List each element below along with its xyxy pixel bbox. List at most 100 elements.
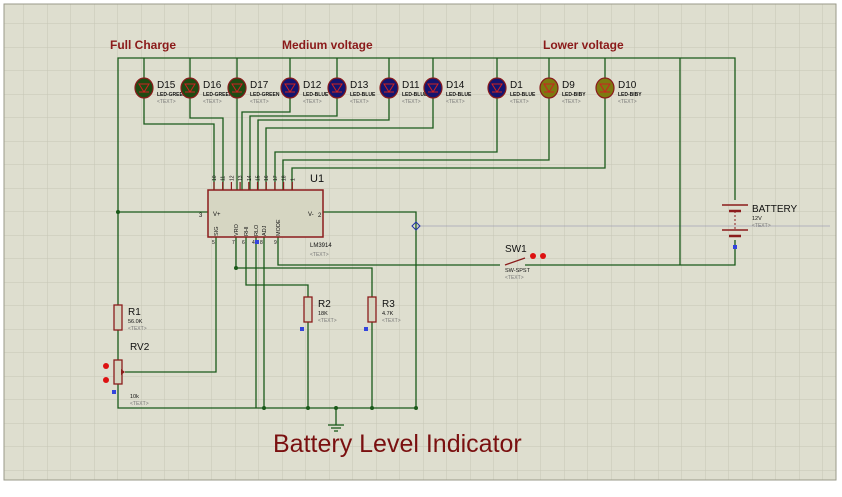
wires: [117, 57, 830, 425]
u1-top-pin-number: 18: [282, 175, 288, 181]
led-body: [379, 77, 399, 99]
battery-value: 12V: [752, 216, 762, 222]
pot-up-button[interactable]: [103, 363, 109, 369]
led-type: LED-BIBY: [562, 92, 586, 98]
diode-icon: [543, 83, 555, 93]
diode-icon: [427, 83, 439, 93]
rv2-ref: RV2: [130, 342, 150, 353]
label-full-charge: Full Charge: [110, 38, 176, 52]
resistor-r1[interactable]: R1 56.0K <TEXT>: [113, 304, 147, 332]
led-type: LED-BIBY: [618, 92, 642, 98]
led-body: [423, 77, 443, 99]
led-type: LED-GREEN: [157, 92, 187, 98]
diagram-title: Battery Level Indicator: [273, 430, 522, 458]
u1-text: <TEXT>: [310, 252, 329, 258]
u1-top-pin-number: 15: [256, 175, 262, 181]
led-ref: D12: [303, 80, 322, 91]
u1-top-pin-number: 10: [212, 175, 218, 181]
r2-ref: R2: [318, 299, 331, 310]
diode-icon: [138, 83, 150, 93]
switch-sw1[interactable]: SW1 SW-SPST <TEXT>: [504, 244, 546, 281]
led-ref: D14: [446, 80, 465, 91]
led-text: <TEXT>: [618, 99, 637, 105]
r3-value: 4.7K: [382, 311, 394, 317]
battery[interactable]: BATTERY 12V <TEXT>: [722, 204, 798, 249]
rv2-text: <TEXT>: [130, 401, 149, 407]
diode-icon: [331, 83, 343, 93]
led-text: <TEXT>: [250, 99, 269, 105]
diode-icon: [184, 83, 196, 93]
led-ref: D15: [157, 80, 176, 91]
diode-icon: [231, 83, 243, 93]
u1-bottom-pin-number: 9: [274, 240, 277, 246]
battery-text: <TEXT>: [752, 223, 771, 229]
r1-ref: R1: [128, 307, 141, 318]
u1-top-pin-number: 17: [273, 175, 279, 181]
led-text: <TEXT>: [402, 99, 421, 105]
led-body: [539, 77, 559, 99]
rv2-value: 10k: [130, 394, 139, 400]
led-text: <TEXT>: [562, 99, 581, 105]
u1-ref: U1: [310, 173, 324, 185]
u1-vminus-pin: 2: [318, 213, 322, 219]
led-body: [595, 77, 615, 99]
led-body: [227, 77, 247, 99]
u1-bottom-pin-number: 5: [212, 240, 215, 246]
led-type: LED-GREEN: [203, 92, 233, 98]
junction-dots: [116, 210, 418, 410]
potentiometer-rv2[interactable]: RV2 10k <TEXT>: [103, 342, 150, 407]
led-type: LED-GREEN: [250, 92, 280, 98]
led-ref: D13: [350, 80, 369, 91]
led-body: [327, 77, 347, 99]
resistor-r3[interactable]: R3 4.7K <TEXT>: [364, 296, 401, 331]
u1-part: LM3914: [310, 243, 332, 249]
led-ref: D1: [510, 80, 523, 91]
u1-pin-name: RLO: [254, 224, 260, 236]
label-lower-voltage: Lower voltage: [543, 38, 624, 52]
diode-icon: [491, 83, 503, 93]
switch-toggle-button[interactable]: [530, 253, 536, 259]
diode-icon: [383, 83, 395, 93]
r3-text: <TEXT>: [382, 318, 401, 324]
r1-value: 56.0K: [128, 319, 143, 325]
sw1-part: SW-SPST: [505, 268, 531, 274]
led-ref: D9: [562, 80, 575, 91]
resistor-r2[interactable]: R2 18K <TEXT>: [300, 296, 337, 331]
led-text: <TEXT>: [203, 99, 222, 105]
led-ref: D17: [250, 80, 269, 91]
sw1-ref: SW1: [505, 244, 527, 255]
u1-top-pin-number: 13: [238, 175, 244, 181]
led-ref: D10: [618, 80, 637, 91]
u1-top-pin-number: 1: [290, 178, 296, 181]
u1-bottom-pin-number: 7: [232, 240, 235, 246]
led-text: <TEXT>: [157, 99, 176, 105]
pot-down-button[interactable]: [103, 377, 109, 383]
led-text: <TEXT>: [510, 99, 529, 105]
led-group: D15LED-GREEN<TEXT>D16LED-GREEN<TEXT>D17L…: [134, 77, 642, 105]
led-ref: D16: [203, 80, 222, 91]
r2-text: <TEXT>: [318, 318, 337, 324]
led-body: [487, 77, 507, 99]
u1-pin-name: VRO: [234, 223, 240, 236]
u1-top-pin-number: 16: [264, 175, 270, 181]
u1-vplus-pin: 3: [199, 213, 203, 219]
r1-text: <TEXT>: [128, 326, 147, 332]
u1-top-pin-number: 12: [229, 175, 235, 181]
probe-marker-icon: [411, 221, 421, 231]
u1-pin-name: ADJ: [262, 225, 268, 236]
sw1-text: <TEXT>: [505, 275, 524, 281]
battery-ref: BATTERY: [752, 204, 798, 215]
u1-pin-name: RHI: [244, 226, 250, 236]
